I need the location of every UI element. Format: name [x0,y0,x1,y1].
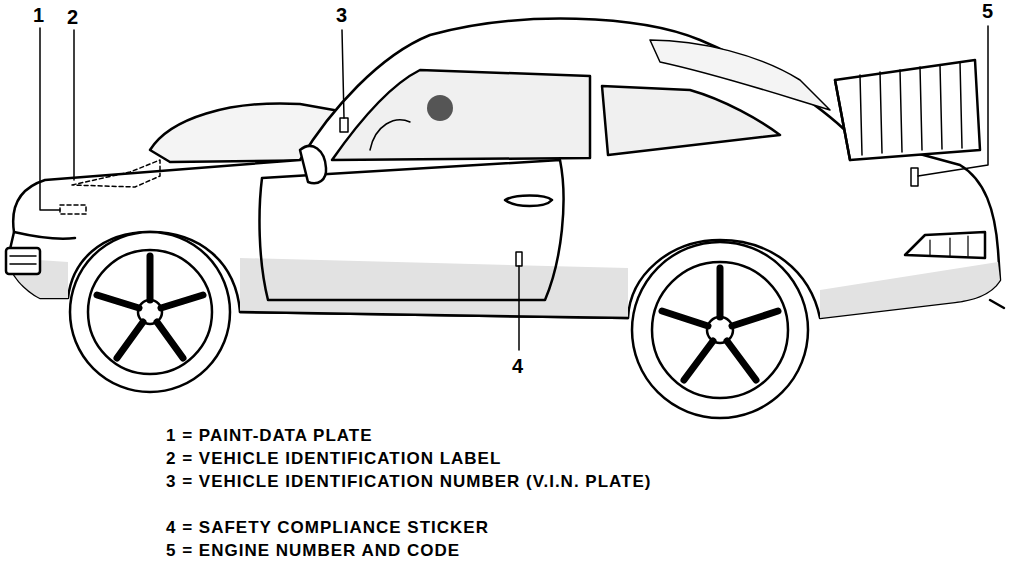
leader-line [40,28,60,210]
callout-number: 5 [982,0,993,22]
legend-text: 1 = PAINT-DATA PLATE [166,424,686,447]
leader-line [342,30,344,118]
callout-number: 2 [67,6,78,28]
callout-number: 1 [33,4,44,26]
legend-text: 5 = ENGINE NUMBER AND CODE [166,539,686,562]
legend-text: 2 = VEHICLE IDENTIFICATION LABEL [166,447,686,470]
callout-number: 3 [336,4,347,26]
legend-text: 3 = VEHICLE IDENTIFICATION NUMBER (V.I.N… [166,470,686,493]
leader-line [518,266,520,350]
legend-text: 4 = SAFETY COMPLIANCE STICKER [166,516,686,539]
callout-number: 4 [512,355,523,377]
leader-line [918,26,988,176]
leader-line [73,30,75,180]
